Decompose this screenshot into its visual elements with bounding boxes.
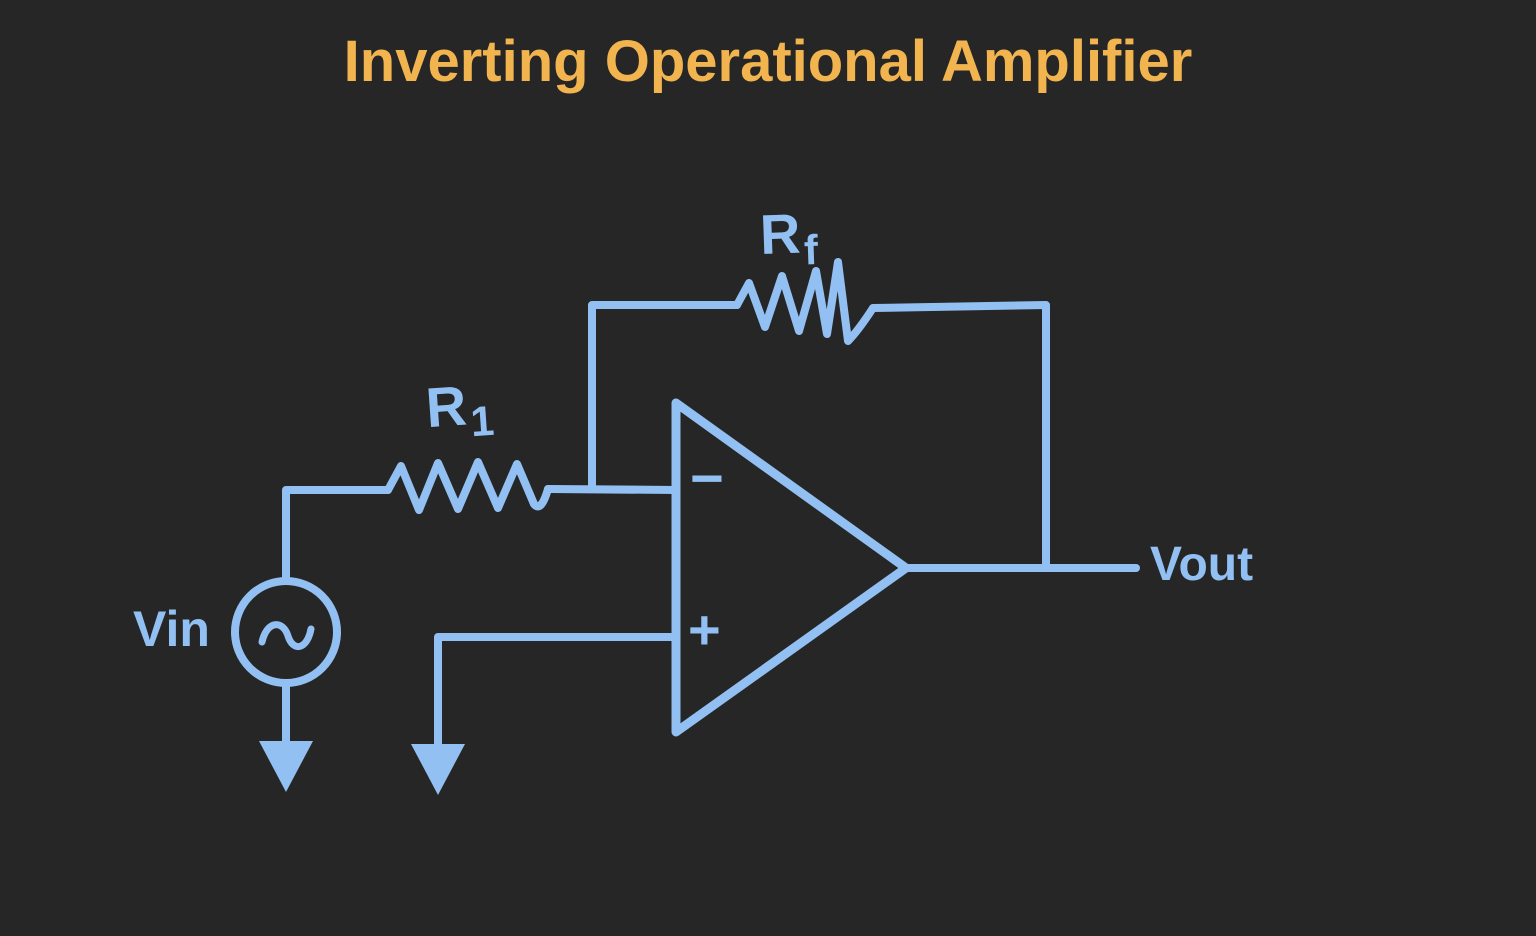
inverting-input-sign: − bbox=[690, 446, 724, 511]
input-resistor-zigzag bbox=[384, 458, 552, 514]
ground-arrow-icon bbox=[411, 744, 465, 795]
rf-base: R bbox=[758, 201, 802, 266]
ground-arrow-icon bbox=[259, 741, 313, 792]
r1-subscript: 1 bbox=[468, 396, 496, 446]
sine-wave-icon bbox=[258, 621, 315, 650]
noninverting-input-sign: + bbox=[688, 598, 721, 661]
vout-label: Vout bbox=[1150, 538, 1254, 591]
feedback-resistor-zigzag bbox=[733, 258, 877, 345]
r1-base: R bbox=[423, 373, 469, 440]
noninverting-input-wire bbox=[434, 633, 680, 752]
feedback-resistor-label: Rf bbox=[758, 201, 819, 274]
opamp-triangle bbox=[671, 398, 911, 737]
input-resistor-label: R1 bbox=[423, 373, 496, 446]
vin-label: Vin bbox=[133, 601, 210, 657]
page-title: Inverting Operational Amplifier bbox=[343, 29, 1193, 94]
input-wire bbox=[282, 485, 680, 582]
feedback-wire bbox=[588, 301, 1050, 570]
rf-subscript: f bbox=[803, 226, 819, 274]
